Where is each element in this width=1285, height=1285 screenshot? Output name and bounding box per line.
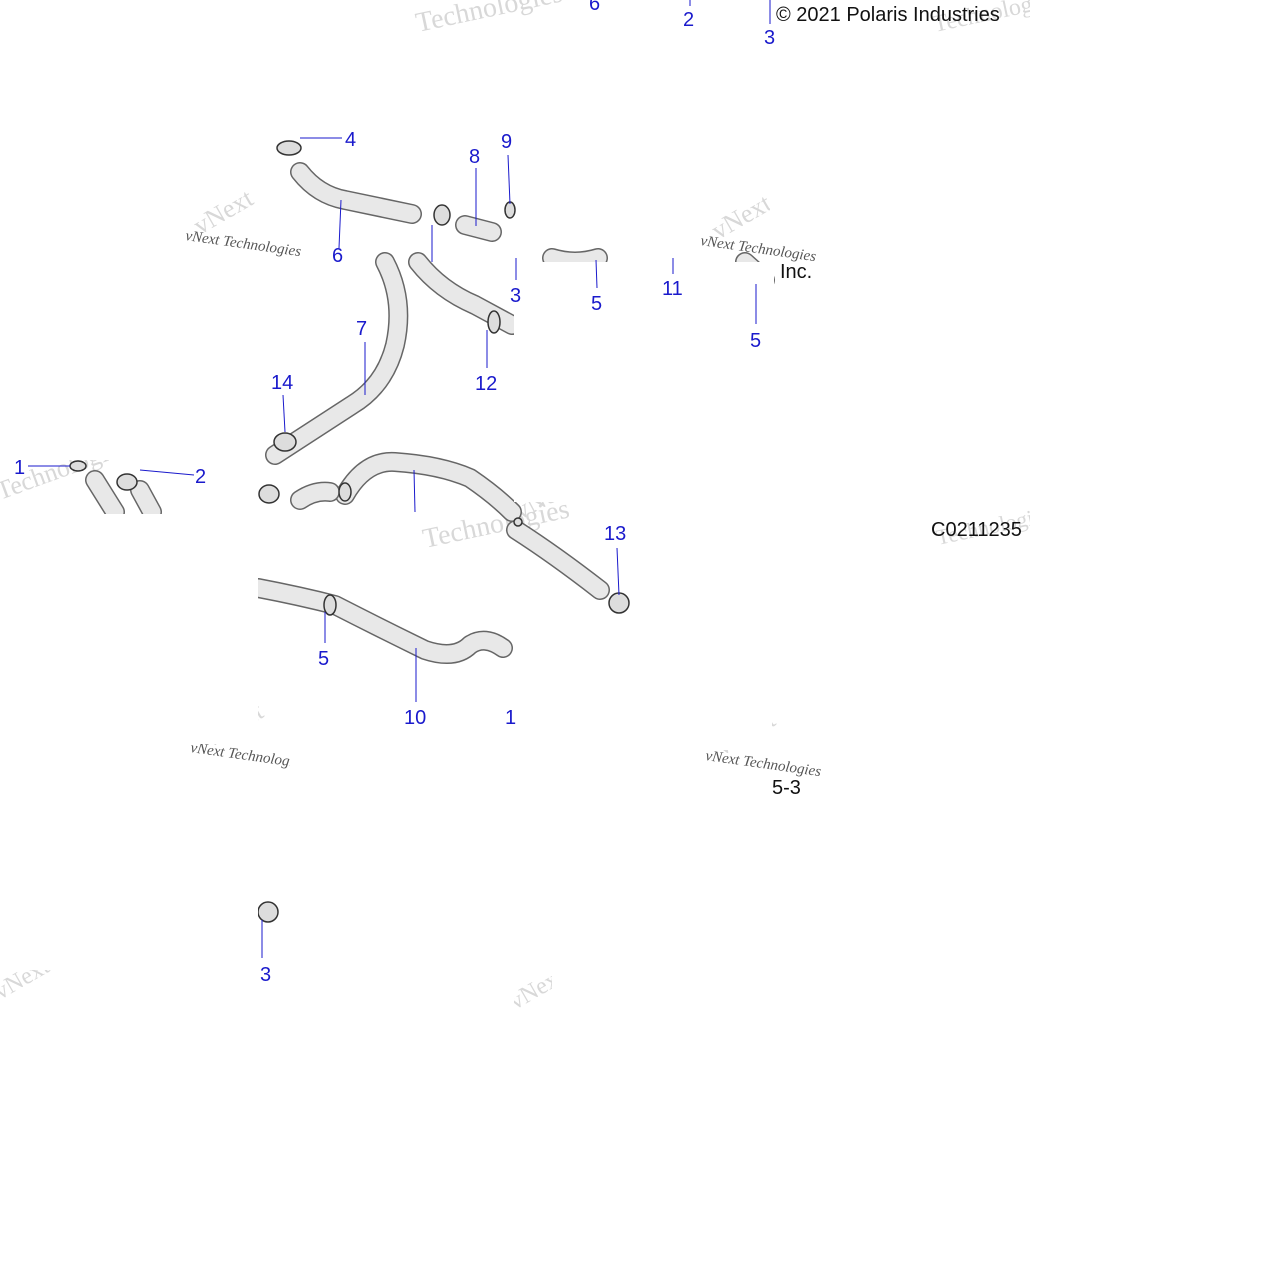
clamp-2-left [116,473,138,491]
drawing-code: C0211235 [931,519,1022,541]
clamp-small-mid [513,517,523,527]
clamp-12 [487,310,501,334]
clamp-mid [338,482,352,502]
callout-6-mid: 6 [332,245,343,267]
hose-parts [85,162,775,664]
hose-13 [506,520,610,600]
hose-elbow-left [290,481,340,510]
watermark-brand: vNext [189,183,259,240]
callout-5-a: 5 [591,293,602,315]
callout-7: 7 [356,318,367,340]
hose-8-short [455,215,502,242]
hose-7 [265,252,409,465]
callout-numbers: 6 2 3 4 8 9 6 3 5 11 5 7 12 14 1 2 13 5 … [14,0,775,986]
clamp-13 [608,592,630,614]
callout-14: 14 [271,372,293,394]
hose-6-upper [290,162,422,224]
copyright-notice: © 2021 Polaris Industries [776,4,1000,26]
watermark-word: Technologies [413,0,565,39]
callout-5-b: 5 [750,330,761,352]
hose-left [85,470,162,522]
callout-10: 10 [404,707,426,729]
callout-3-mid: 3 [510,285,521,307]
page-marker: 5-3 [772,777,801,799]
clamp-left-mid [258,484,280,504]
callout-4: 4 [345,129,356,151]
hose-upper-right [408,252,522,335]
clamp-4 [276,140,302,156]
hose-6-middle [335,451,522,522]
clamp-9 [504,201,516,219]
document-labels: © 2021 Polaris Industries Inc. C0211235 … [772,4,1022,799]
hose-fragment-5 [542,248,608,272]
callout-6-top: 6 [589,0,600,15]
company-suffix: Inc. [780,261,812,283]
clamp-14 [273,432,297,452]
callout-3-bottom: 3 [260,964,271,986]
callout-1: 1 [14,457,25,479]
clamp-3-bottom [257,901,279,923]
callout-3-top: 3 [764,27,775,49]
callout-2-top: 2 [683,9,694,31]
callout-13: 13 [604,523,626,545]
callout-11: 11 [662,278,683,300]
hose-10 [248,578,513,664]
callout-1-cut: 1 [505,707,516,729]
callout-8: 8 [469,146,480,168]
clamp-3-top [433,204,451,226]
leader-lines [28,0,771,958]
callout-9: 9 [501,131,512,153]
clamp-1 [69,460,87,472]
callout-5-c: 5 [318,648,329,670]
watermark-brand: vNext [707,188,777,245]
clamp-5-lower [323,594,337,616]
callout-2-left: 2 [195,466,206,488]
callout-12: 12 [475,373,497,395]
